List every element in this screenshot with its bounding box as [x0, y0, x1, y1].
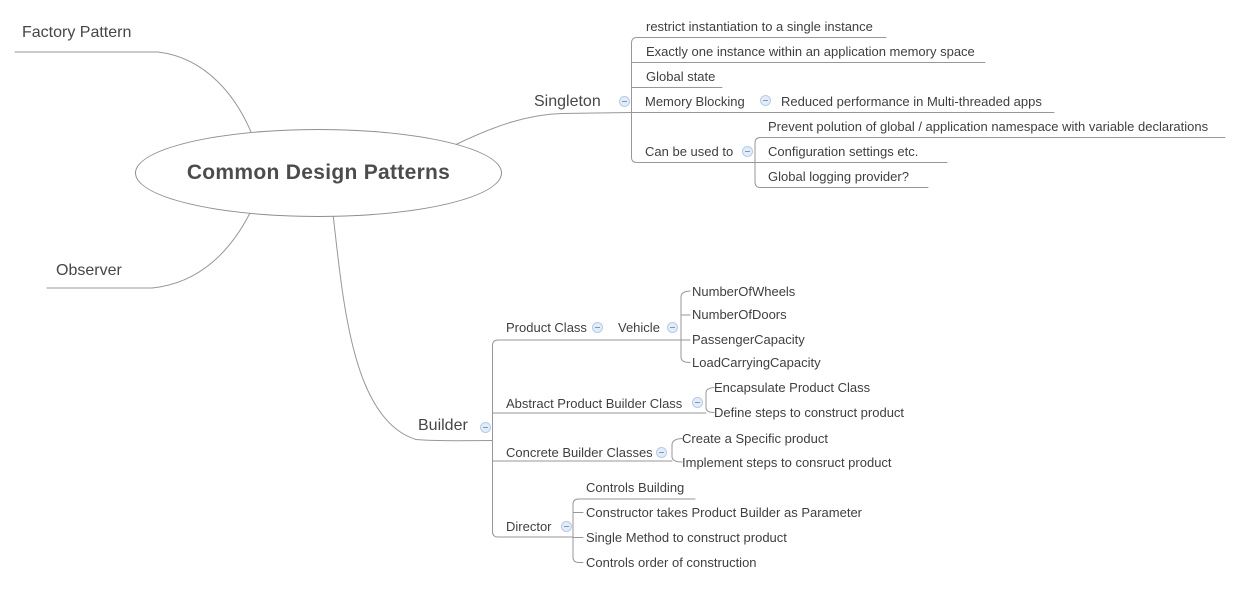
topic-loadcarryingcapacity[interactable]: LoadCarryingCapacity: [692, 355, 821, 370]
topic-director[interactable]: Director: [506, 519, 552, 534]
topic-constructor-takes-builder[interactable]: Constructor takes Product Builder as Par…: [586, 505, 863, 520]
topic-root[interactable]: Common Design Patterns: [135, 129, 502, 217]
topic-passengercapacity[interactable]: PassengerCapacity: [692, 332, 805, 347]
topic-create-specific-product[interactable]: Create a Specific product: [682, 431, 828, 446]
connector-abstract-bracket: [705, 387, 715, 413]
minus-glyph: [595, 326, 600, 328]
topic-single-method[interactable]: Single Method to construct product: [586, 530, 787, 545]
connector-director-bracket: [572, 498, 696, 563]
collapse-icon[interactable]: [667, 321, 678, 333]
topic-abstract-product-builder[interactable]: Abstract Product Builder Class: [506, 396, 683, 411]
connector-observer: [46, 212, 251, 289]
topic-vehicle[interactable]: Vehicle: [618, 320, 660, 335]
collapse-icon[interactable]: [560, 520, 572, 532]
minus-glyph: [563, 525, 569, 527]
topic-can-be-used-to[interactable]: Can be used to: [645, 144, 734, 159]
topic-define-steps[interactable]: Define steps to construct product: [714, 405, 905, 420]
topic-global-logging[interactable]: Global logging provider?: [768, 169, 909, 184]
topic-product-class[interactable]: Product Class: [506, 320, 587, 335]
topic-global-state[interactable]: Global state: [646, 69, 716, 84]
collapse-icon[interactable]: [655, 446, 667, 458]
minus-glyph: [670, 326, 675, 328]
topic-implement-steps[interactable]: Implement steps to consruct product: [682, 455, 892, 470]
minus-glyph: [658, 451, 664, 453]
connector-vehicle-bracket: [680, 290, 691, 363]
topic-singleton[interactable]: Singleton: [534, 93, 601, 110]
connector-builder-bracket: [492, 339, 682, 538]
root-topic-label: Common Design Patterns: [186, 161, 451, 184]
minus-glyph: [695, 402, 700, 403]
minus-glyph: [482, 426, 488, 428]
minus-glyph: [621, 101, 627, 102]
topic-concrete-builder-classes[interactable]: Concrete Builder Classes: [506, 445, 653, 460]
topic-exactly-one-instance[interactable]: Exactly one instance within an applicati…: [646, 44, 975, 59]
topic-numberofwheels[interactable]: NumberOfWheels: [692, 284, 796, 299]
connector-singleton-trunk: [454, 112, 1055, 146]
connector-singleton-bracket: [631, 37, 887, 163]
connector-builder-trunk: [332, 213, 493, 442]
collapse-icon[interactable]: [692, 397, 703, 408]
topic-observer[interactable]: Observer: [56, 262, 122, 279]
topic-controls-order[interactable]: Controls order of construction: [586, 555, 757, 570]
topic-builder[interactable]: Builder: [418, 417, 468, 434]
topic-factory-pattern[interactable]: Factory Pattern: [22, 24, 132, 41]
connector-concrete-bracket: [671, 438, 683, 463]
collapse-icon[interactable]: [759, 95, 771, 106]
topic-controls-building[interactable]: Controls Building: [586, 480, 685, 495]
topic-prevent-polution[interactable]: Prevent polution of global / application…: [768, 119, 1209, 134]
topic-encapsulate-product-class[interactable]: Encapsulate Product Class: [714, 380, 871, 395]
collapse-icon[interactable]: [742, 145, 753, 157]
connector-factory: [14, 51, 252, 133]
minus-glyph: [745, 150, 750, 152]
topic-restrict-instantiation[interactable]: restrict instantiation to a single insta…: [646, 19, 873, 34]
collapse-icon[interactable]: [479, 421, 491, 433]
minus-glyph: [762, 100, 768, 101]
topic-memory-blocking[interactable]: Memory Blocking: [645, 94, 745, 109]
collapse-icon[interactable]: [592, 321, 603, 333]
topic-numberofdoors[interactable]: NumberOfDoors: [692, 307, 787, 322]
topic-configuration-settings[interactable]: Configuration settings etc.: [768, 144, 919, 159]
collapse-icon[interactable]: [618, 96, 630, 107]
topic-reduced-performance[interactable]: Reduced performance in Multi-threaded ap…: [781, 94, 1042, 109]
